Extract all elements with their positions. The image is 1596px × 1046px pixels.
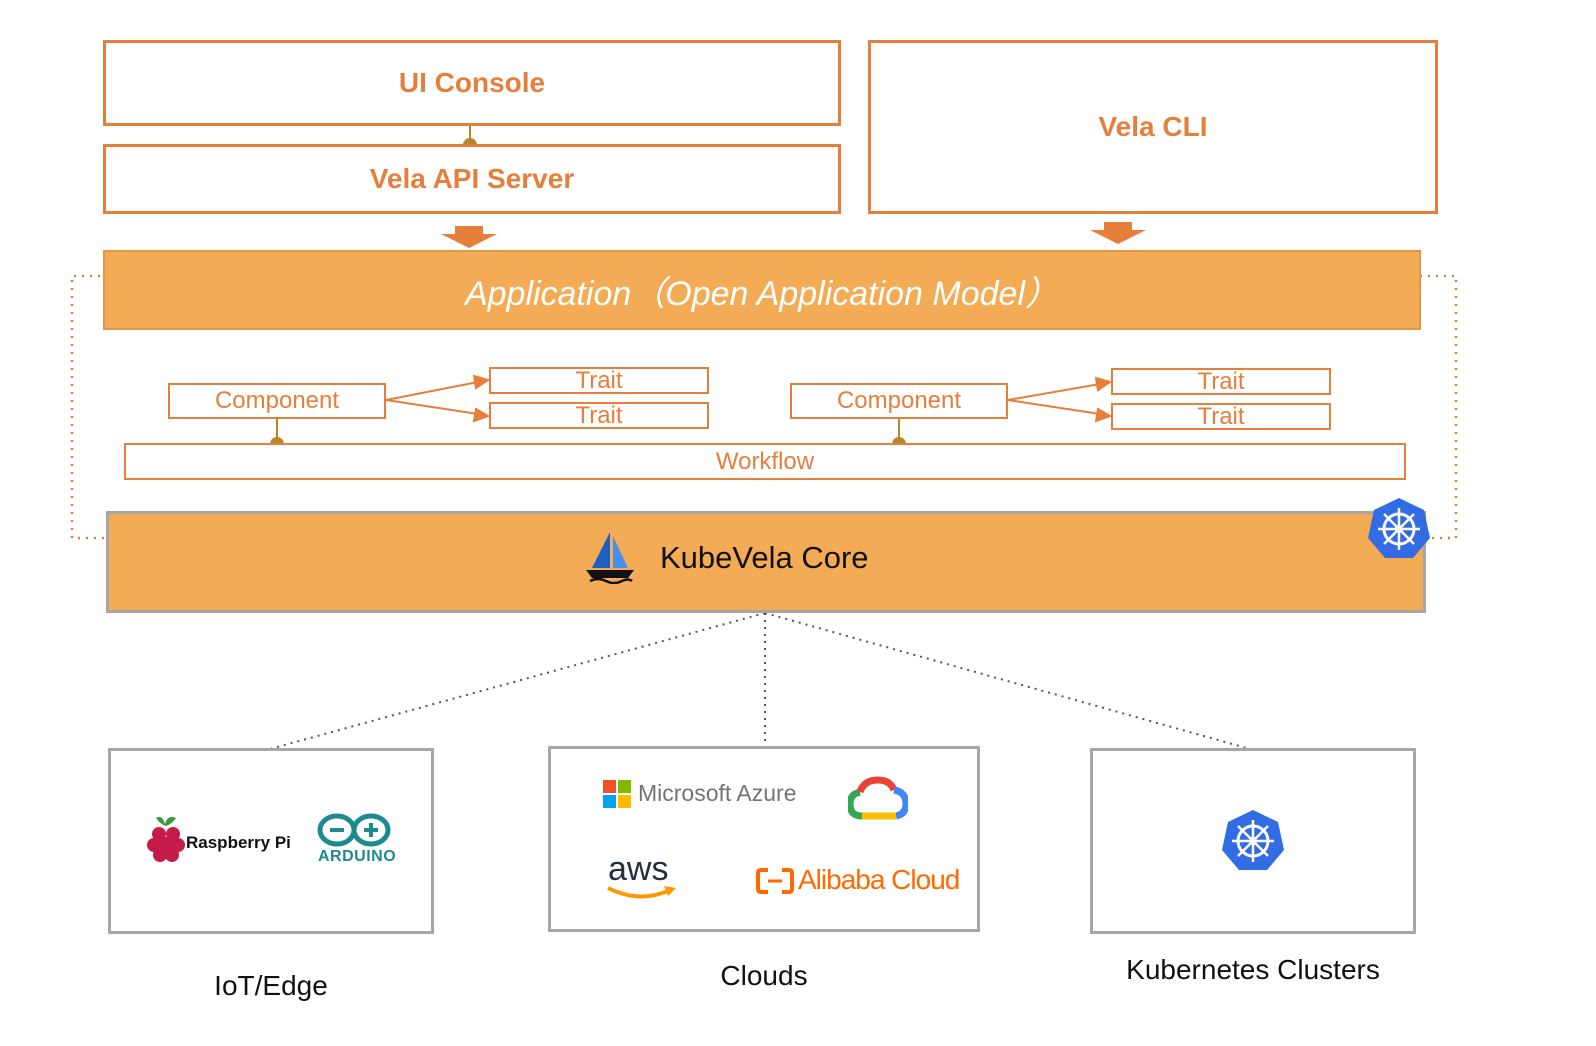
vela-cli-box: Vela CLI [868,40,1438,214]
arduino-icon [317,813,391,847]
ui-console-label: UI Console [398,67,546,98]
dotted-line-iot [269,612,766,750]
component-left-label: Component [214,387,340,414]
down-arrow-left [441,226,497,248]
iot-edge-caption: IoT/Edge [214,970,328,1001]
application-bar-label: Application（Open Application Model） [464,274,1060,313]
workflow-label: Workflow [715,447,815,475]
kubernetes-icon [1368,498,1430,558]
clouds-caption: Clouds [720,960,808,991]
kubernetes-cluster-icon [1222,810,1284,870]
component-right-label: Component [836,387,962,414]
component-right: Component [790,383,1008,419]
vela-api-server-label: Vela API Server [369,163,575,194]
google-cloud-icon [848,776,908,820]
vela-api-server-box: Vela API Server [103,144,841,214]
trait-right-1-label: Trait [1197,367,1245,395]
down-arrow-right [1090,222,1146,244]
kubevela-core-label: KubeVela Core [660,540,869,575]
component-left: Component [168,383,386,419]
trait-left-2-label: Trait [575,401,623,429]
aws-smile-icon [607,886,676,899]
microsoft-icon [603,780,631,808]
trait-right-1: Trait [1111,368,1331,395]
trait-right-2: Trait [1111,403,1331,430]
trait-left-1: Trait [489,367,709,394]
alibaba-cloud-label: Alibaba Cloud [798,864,960,895]
clouds-box [548,746,980,932]
arduino-label: ARDUINO [318,848,397,865]
dotted-line-k8s [764,612,1251,750]
workflow-bar: Workflow [124,443,1406,480]
trait-right-2-label: Trait [1197,402,1245,430]
trait-left-1-label: Trait [575,366,623,394]
vela-cli-label: Vela CLI [1098,111,1208,142]
aws-label: aws [608,850,669,888]
kubevela-core-bar [106,511,1426,613]
alibaba-cloud-icon [756,868,794,894]
ui-console-box: UI Console [103,40,841,126]
microsoft-azure-label: Microsoft Azure [638,780,797,806]
raspberry-pi-icon [147,816,185,862]
kubevela-logo-icon [586,532,634,584]
raspberry-pi-label: Raspberry Pi [186,833,291,852]
application-bar: Application（Open Application Model） [103,250,1421,330]
kubernetes-clusters-caption: Kubernetes Clusters [1126,954,1380,985]
trait-left-2: Trait [489,402,709,429]
dotted-boundary-left [70,274,104,540]
